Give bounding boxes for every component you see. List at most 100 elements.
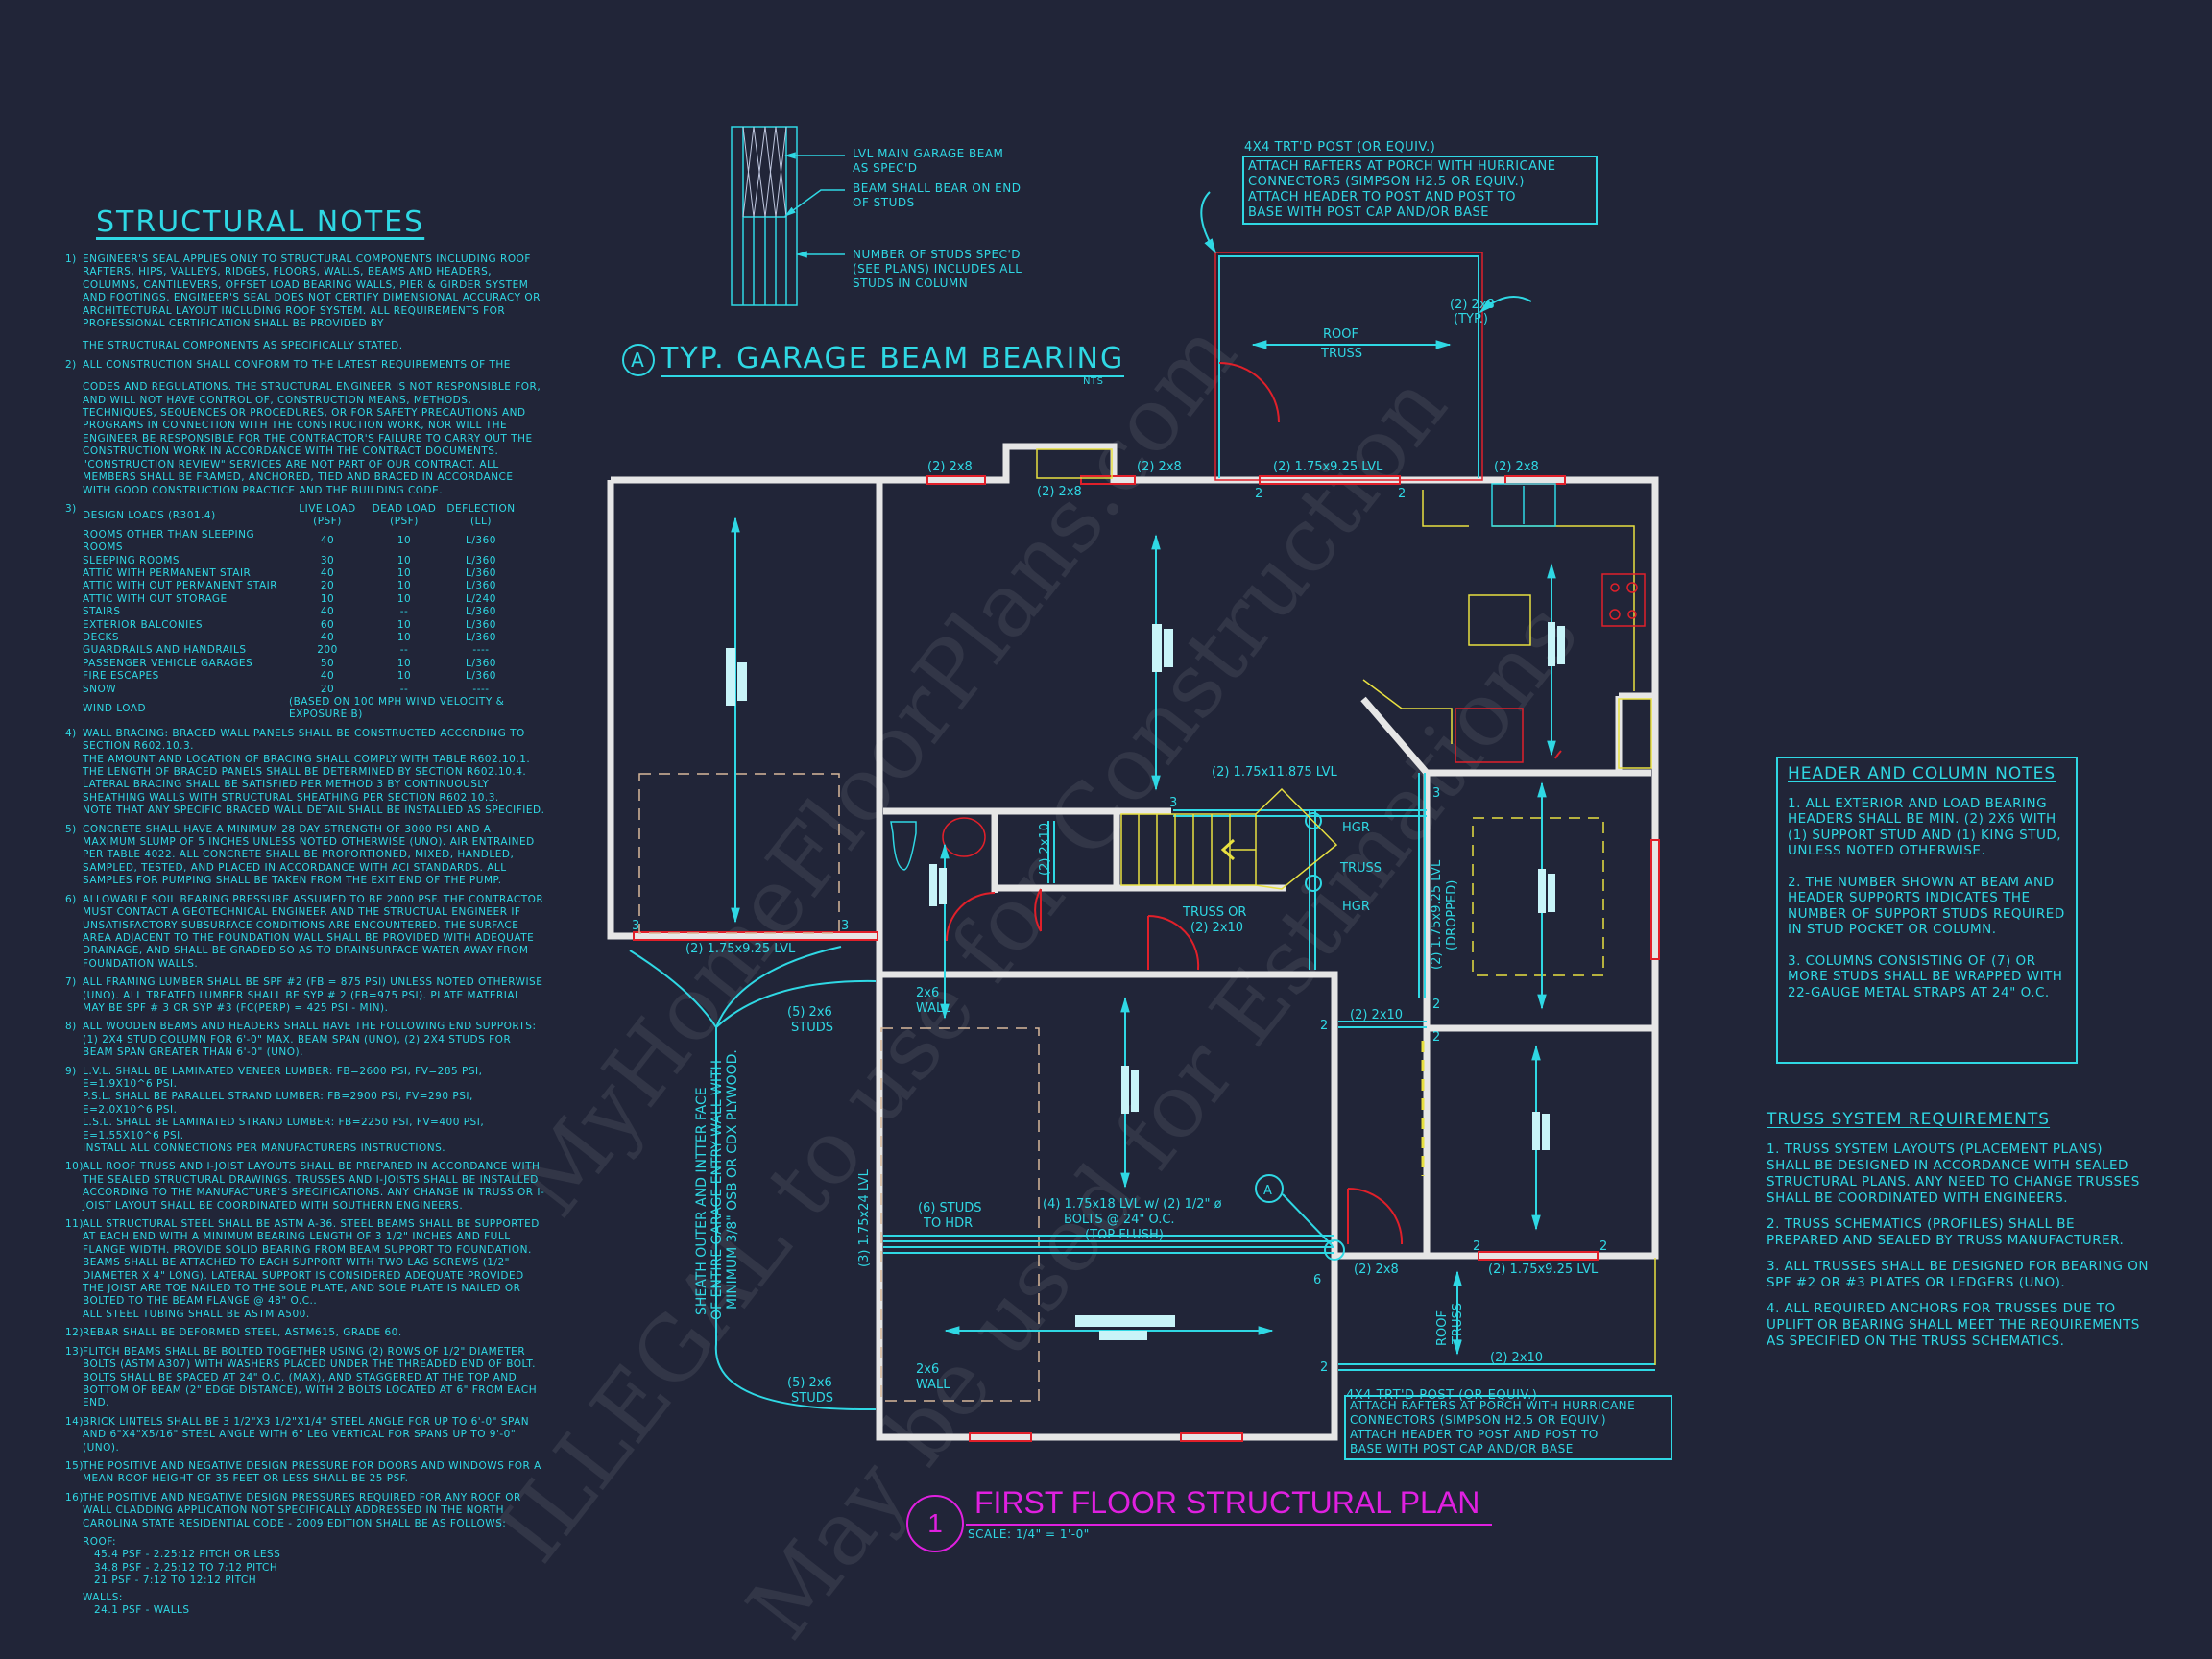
svg-text:WALL: WALL [916,1001,950,1016]
svg-text:3: 3 [1432,786,1440,801]
svg-text:(2) 2x10: (2) 2x10 [1490,1351,1543,1365]
svg-text:MINIMUM 3/8" OSB OR CDX PLYWOO: MINIMUM 3/8" OSB OR CDX PLYWOOD. [725,1049,740,1310]
svg-text:HGR: HGR [1342,821,1370,835]
svg-text:OF ENTIRE GARAGE ENTRY WALL WI: OF ENTIRE GARAGE ENTRY WALL WITH [709,1060,725,1320]
svg-text:A: A [1263,1184,1272,1198]
svg-text:3: 3 [632,919,639,933]
note-4: 4)WALL BRACING: BRACED WALL PANELS SHALL… [65,727,545,817]
svg-text:BOLTS @ 24" O.C.: BOLTS @ 24" O.C. [1064,1213,1175,1227]
svg-text:2x6: 2x6 [916,986,939,1000]
svg-text:(2) 1.75x9.25 LVL: (2) 1.75x9.25 LVL [1488,1262,1599,1277]
svg-text:2: 2 [1599,1239,1607,1254]
truss-system-requirements: TRUSS SYSTEM REQUIREMENTS 1. TRUSS SYSTE… [1767,1110,2149,1350]
svg-text:2: 2 [1320,1019,1328,1033]
svg-text:STUDS: STUDS [791,1021,833,1035]
front-porch [1200,191,1532,481]
stair [1120,490,1652,890]
svg-text:2: 2 [1473,1239,1480,1254]
svg-text:WALL: WALL [916,1378,950,1392]
note-7: 7)ALL FRAMING LUMBER SHALL BE SPF #2 (Fb… [65,976,543,1014]
structural-notes: 1)ENGINEER'S SEAL APPLIES ONLY TO STRUCT… [65,253,545,1616]
svg-text:(2) 2x10: (2) 2x10 [1038,823,1052,876]
note-2: 2)ALL CONSTRUCTION SHALL CONFORM TO THE … [65,358,541,496]
label-truss: TRUSS [1320,347,1362,361]
floor-truss-tags [726,622,1565,1340]
note-11: 11)ALL STRUCTURAL STEEL SHALL BE ASTM A-… [65,1218,540,1320]
svg-text:(4) 1.75x18 LVL w/ (2) 1/2" ø: (4) 1.75x18 LVL w/ (2) 1/2" ø [1043,1197,1222,1212]
svg-text:TO HDR: TO HDR [923,1216,973,1231]
note-1: 1)ENGINEER'S SEAL APPLIES ONLY TO STRUCT… [65,253,541,352]
truss-arrows [629,517,1556,1411]
svg-text:3: 3 [841,919,849,933]
design-loads-table: DESIGN LOADS (R301.4)LIVE LOAD (PSF)DEAD… [83,503,519,722]
structural-notes-title: STRUCTURAL NOTES [96,205,425,239]
svg-text:(6) STUDS: (6) STUDS [918,1201,982,1215]
svg-text:(2) 2x8: (2) 2x8 [927,460,973,474]
plan-number-marker: 1 [906,1495,964,1552]
note-16: 16)THE POSITIVE AND NEGATIVE DESIGN PRES… [65,1491,521,1529]
svg-text:6: 6 [1313,1273,1321,1287]
powder-room-fixtures [890,817,986,871]
note-5: 5)CONCRETE SHALL HAVE A MINIMUM 28 DAY S… [65,823,535,887]
svg-text:3: 3 [1169,796,1177,810]
svg-text:SHEATH OUTER AND INTTER FACE: SHEATH OUTER AND INTTER FACE [694,1087,709,1315]
headers [633,475,1660,1442]
plan-title: FIRST FLOOR STRUCTURAL PLAN [974,1485,1480,1520]
note-9: 9)L.V.L. SHALL BE LAMINATED VENEER LUMBE… [65,1065,485,1154]
svg-text:(DROPPED): (DROPPED) [1445,880,1459,950]
walls [607,443,1659,1441]
detail-a-marker: A [622,343,655,376]
svg-text:(2) 2x10: (2) 2x10 [1190,921,1243,935]
porch-post-label-top: 4x4 TRT'D POST (OR EQUIV.) [1244,140,1436,155]
plan-title-underline [966,1524,1492,1526]
plan-labels: (2) 2x8 (TYP.) ROOF TRUSS (2) 2x8 (2) 2x… [632,298,1607,1406]
svg-text:(2) 2x8: (2) 2x8 [1354,1262,1399,1277]
callout-num-studs: NUMBER OF STUDS SPEC'D(SEE PLANS) INCLUD… [853,248,1022,290]
note-14: 14)BRICK LINTELS SHALL BE 3 1/2"x3 1/2"x… [65,1415,530,1454]
svg-text:ROOF: ROOF [1435,1310,1450,1346]
svg-text:TRUSS: TRUSS [1339,861,1382,876]
svg-text:(TOP FLUSH): (TOP FLUSH) [1085,1228,1164,1242]
svg-text:2: 2 [1320,1360,1328,1375]
svg-text:(2) 2x10: (2) 2x10 [1350,1008,1403,1022]
svg-text:2: 2 [1398,487,1406,501]
svg-text:(2) 1.75x11.875 LVL: (2) 1.75x11.875 LVL [1212,765,1338,780]
doors [946,750,1562,1245]
svg-text:(2) 2x8: (2) 2x8 [1037,485,1082,499]
beams [883,773,1427,1261]
svg-text:(2) 1.75x9.25 LVL: (2) 1.75x9.25 LVL [685,942,796,956]
svg-text:(2) 1.75x9.25 LVL: (2) 1.75x9.25 LVL [1430,859,1444,970]
detail-a-column-graphic [731,126,845,306]
svg-text:2: 2 [1255,487,1262,501]
svg-text:(5) 2x6: (5) 2x6 [787,1376,832,1390]
svg-text:(2) 2x8: (2) 2x8 [1494,460,1539,474]
svg-text:2x6: 2x6 [916,1362,939,1377]
note-6: 6)ALLOWABLE SOIL BEARING PRESSURE ASSUME… [65,893,544,970]
rear-porch [1338,1258,1656,1371]
kitchen-fixtures [1036,448,1646,763]
note-12: 12)REBAR SHALL BE DEFORMED STEEL, ASTM61… [65,1327,402,1339]
plan-scale: SCALE: 1/4" = 1'-0" [968,1527,1090,1541]
svg-text:TRUSS: TRUSS [1451,1303,1465,1345]
note-15: 15)THE POSITIVE AND NEGATIVE DESIGN PRES… [65,1459,541,1485]
svg-text:TRUSS OR: TRUSS OR [1182,905,1246,920]
svg-text:(3) 1.75x24 LVL: (3) 1.75x24 LVL [857,1168,872,1267]
svg-text:2: 2 [1432,1030,1440,1045]
label-2x8-typ-2: (TYP.) [1454,312,1488,326]
